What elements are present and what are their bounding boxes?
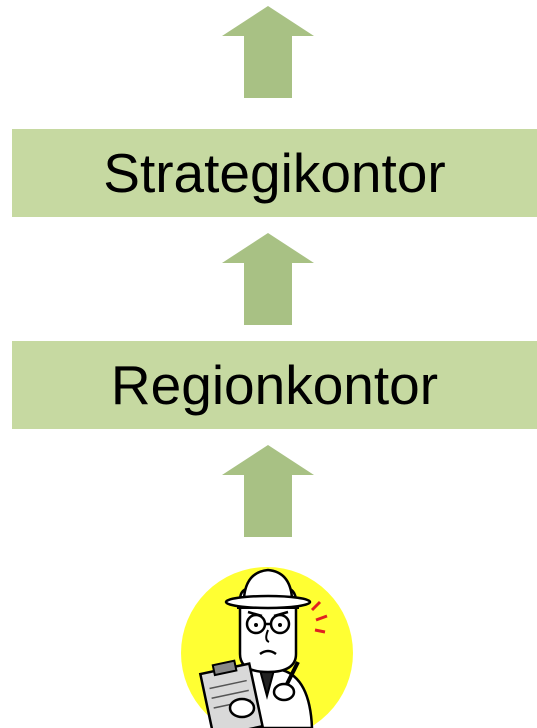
regionkontor-label: Regionkontor	[110, 353, 439, 416]
up-arrow-icon	[222, 445, 314, 537]
up-arrow-icon	[222, 6, 314, 98]
inspector-with-clipboard-icon	[181, 567, 353, 728]
up-arrow-icon	[222, 233, 314, 325]
regionkontor-box: Regionkontor	[12, 341, 537, 429]
strategikontor-label: Strategikontor	[103, 141, 446, 204]
strategikontor-box: Strategikontor	[12, 129, 537, 217]
